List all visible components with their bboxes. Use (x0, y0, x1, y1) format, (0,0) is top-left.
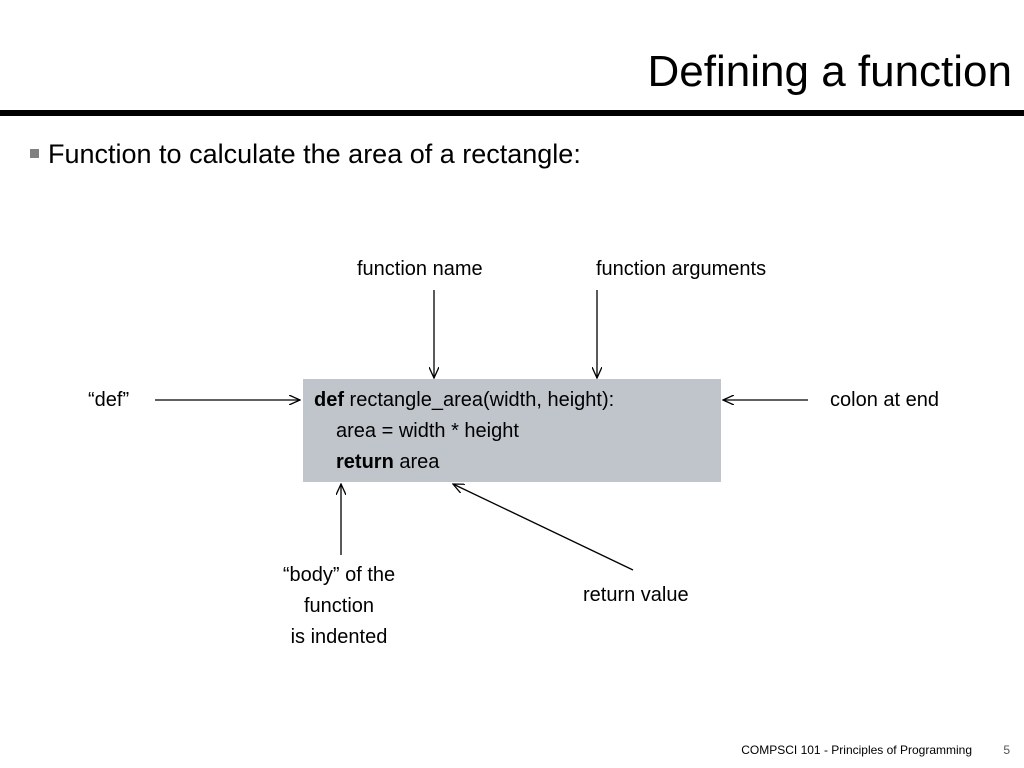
code-signature: rectangle_area(width, height): (344, 389, 615, 411)
slide-title: Defining a function (647, 47, 1012, 96)
label-colon-at-end: colon at end (830, 389, 939, 411)
label-function-name: function name (357, 258, 483, 280)
label-body-line-3: is indented (290, 626, 388, 648)
keyword-return: return (336, 451, 394, 473)
code-box: def rectangle_area(width, height): area … (303, 379, 721, 482)
keyword-def: def (314, 389, 344, 411)
bullet-text: Function to calculate the area of a rect… (48, 139, 581, 169)
footer-page-number: 5 (1003, 743, 1010, 757)
label-body-line-2: function (303, 595, 375, 617)
code-line-return: return area (314, 447, 721, 478)
footer-course-title: COMPSCI 101 - Principles of Programming (741, 743, 972, 757)
label-return-value: return value (583, 584, 689, 606)
code-return-expression: area (393, 451, 440, 473)
label-body-line-1: “body” of the (282, 564, 396, 586)
label-def: “def” (88, 389, 130, 411)
bullet-item: Function to calculate the area of a rect… (30, 138, 581, 170)
label-body-indented: “body” of the function is indented (283, 560, 395, 653)
code-line-body: area = width * height (336, 420, 519, 442)
arrow-return-value (453, 484, 634, 571)
square-bullet-icon (30, 149, 39, 158)
label-function-arguments: function arguments (596, 258, 767, 280)
code-line-def: def rectangle_area(width, height): (314, 385, 721, 416)
title-divider (0, 110, 1024, 116)
